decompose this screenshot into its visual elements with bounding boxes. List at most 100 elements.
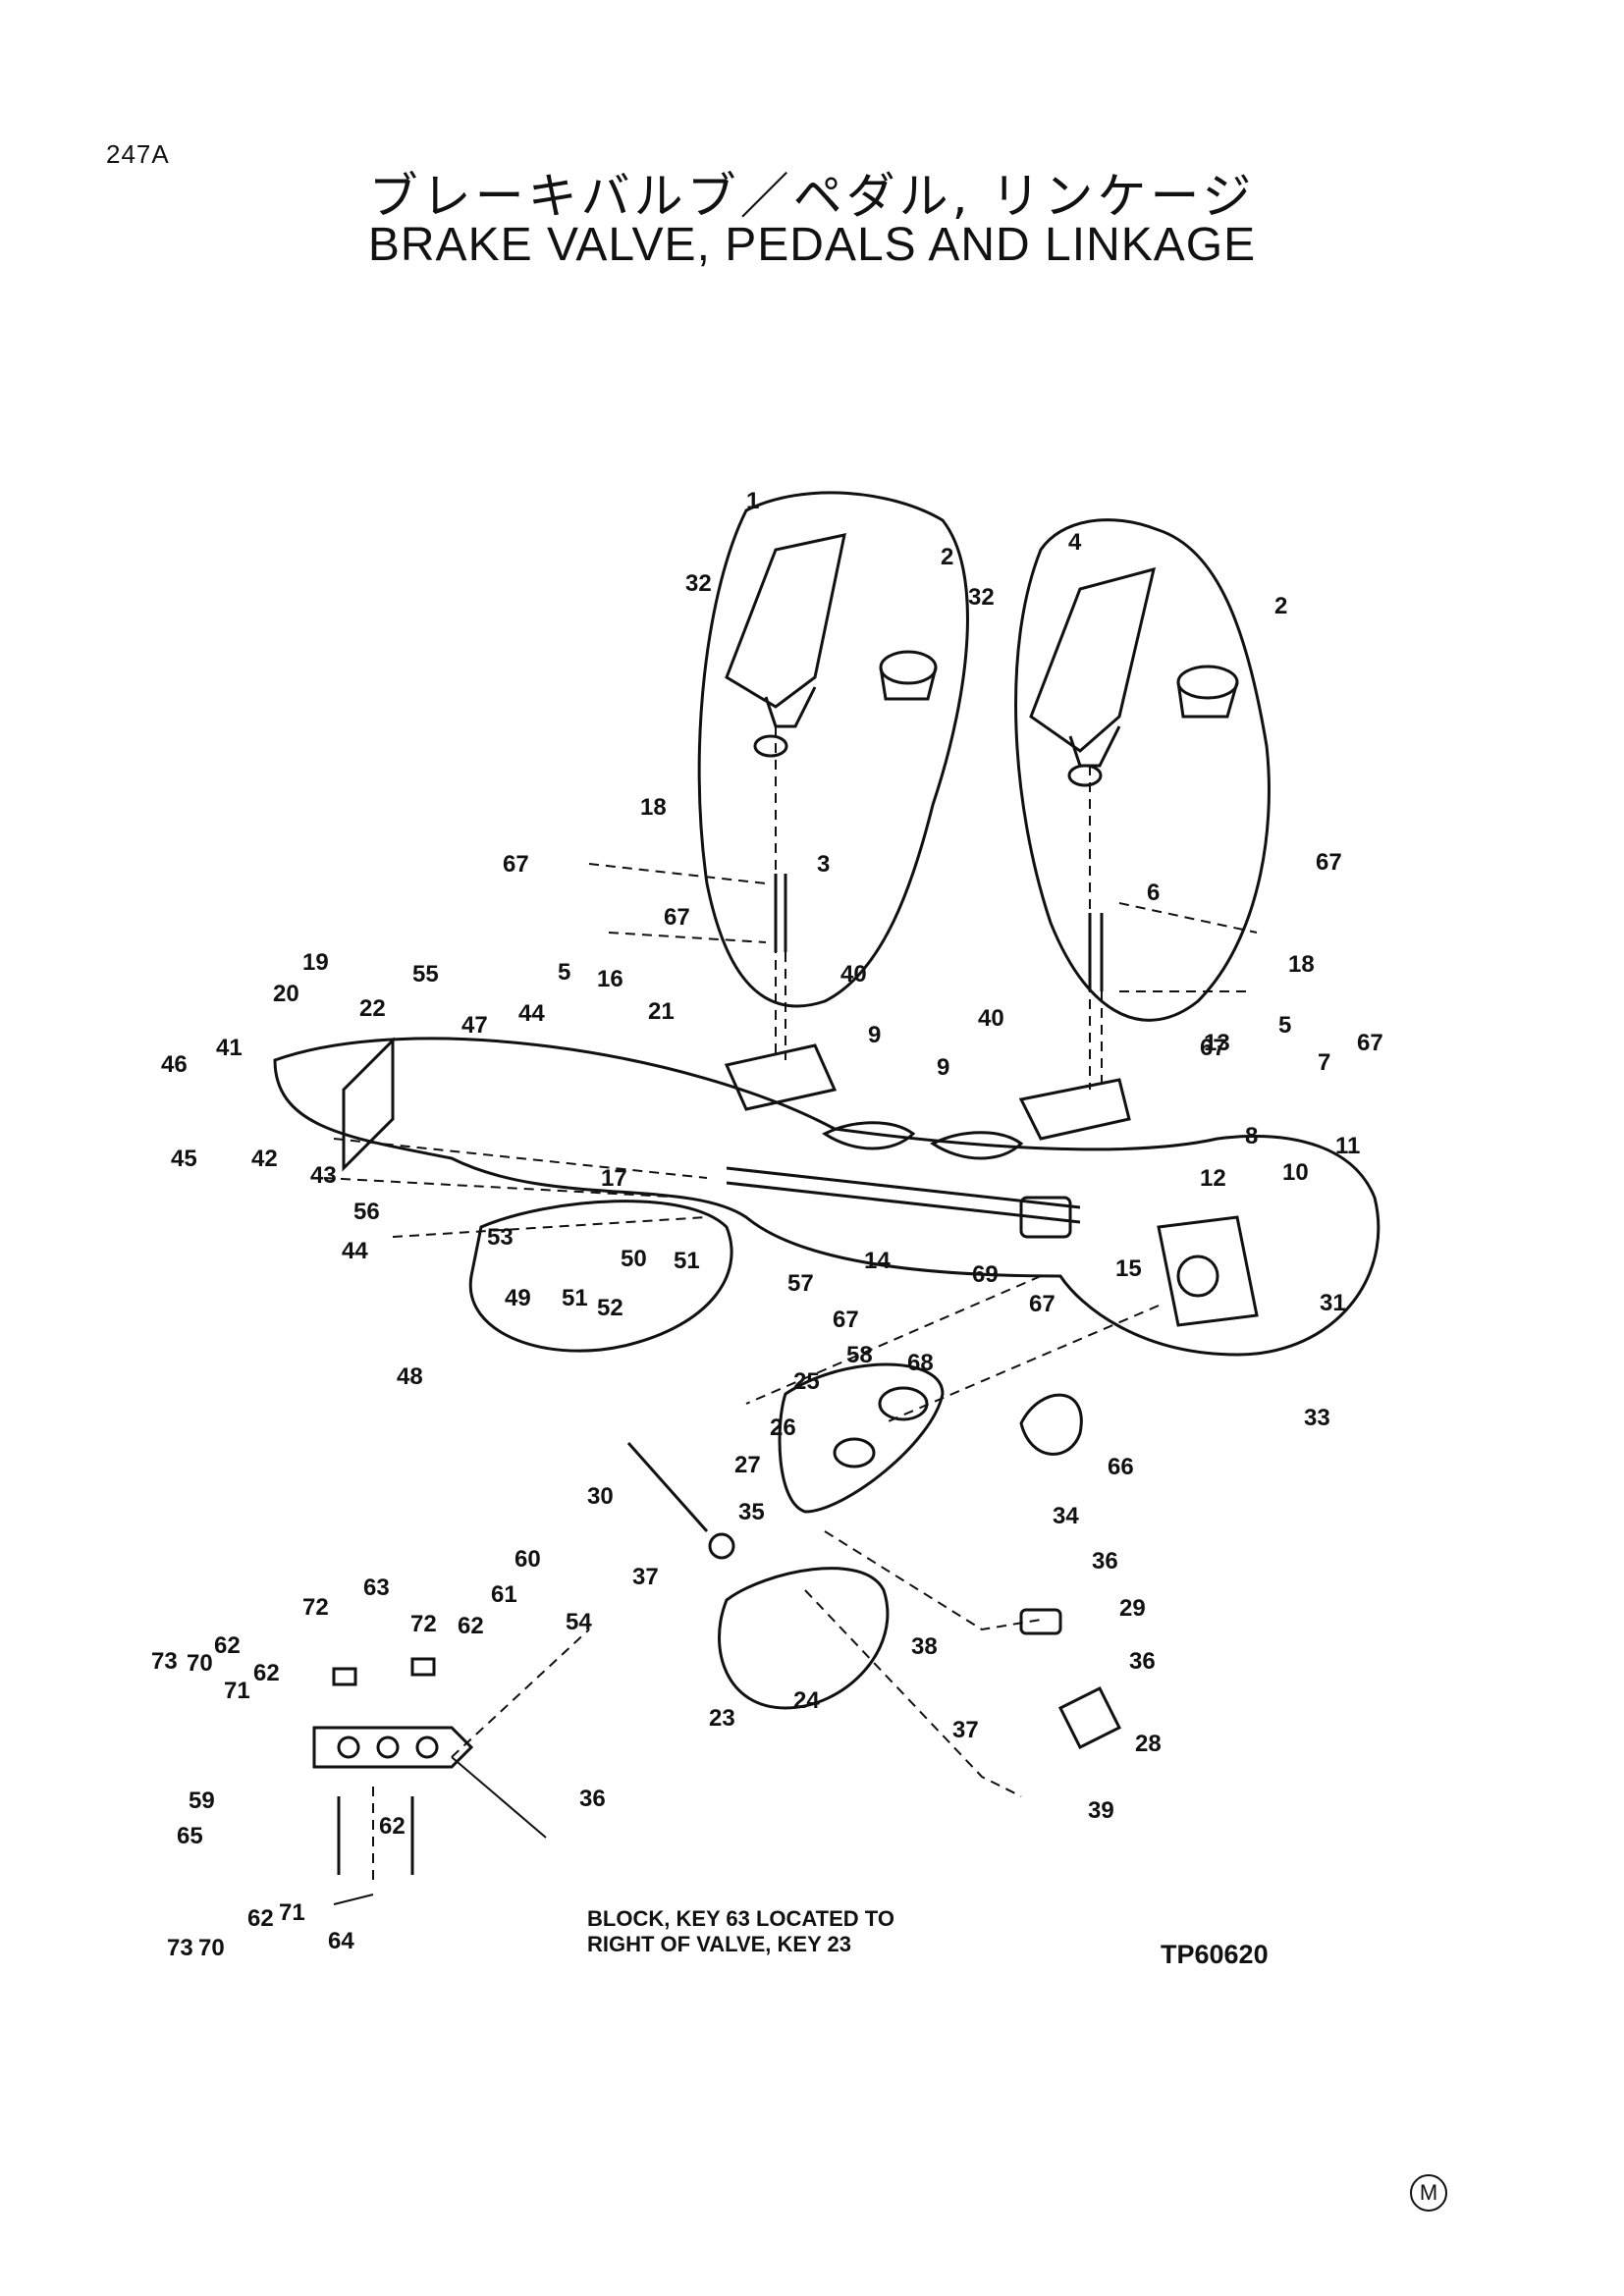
callout-53: 53: [487, 1224, 514, 1251]
callout-21: 21: [648, 998, 675, 1025]
callout-68: 68: [907, 1350, 934, 1376]
callout-50: 50: [621, 1246, 647, 1272]
valve-outline: [718, 1567, 890, 1710]
callout-24: 24: [793, 1687, 820, 1714]
linkage-outline: [273, 1037, 1380, 1357]
callout-67: 67: [1316, 849, 1342, 876]
callout-59: 59: [189, 1788, 215, 1814]
callout-51: 51: [562, 1285, 588, 1311]
callout-39: 39: [1088, 1797, 1114, 1824]
callout-32: 32: [968, 584, 995, 611]
callout-41: 41: [216, 1035, 243, 1061]
callout-60: 60: [514, 1546, 541, 1573]
callout-62: 62: [379, 1813, 406, 1840]
callout-43: 43: [310, 1162, 337, 1189]
right-pedal-body: [1029, 566, 1157, 753]
callout-4: 4: [1068, 529, 1082, 556]
callout-3: 3: [817, 851, 830, 878]
callout-51: 51: [674, 1248, 700, 1274]
callout-37: 37: [632, 1564, 659, 1590]
callout-29: 29: [1119, 1595, 1146, 1622]
callout-70: 70: [187, 1650, 213, 1677]
callout-12: 12: [1200, 1165, 1226, 1192]
callout-28: 28: [1135, 1731, 1162, 1757]
corner-mark: M: [1410, 2174, 1447, 2212]
boot-left: [724, 1043, 838, 1111]
sub-assembly-outline: [468, 1200, 733, 1353]
callout-40: 40: [978, 1005, 1004, 1032]
callout-15: 15: [1115, 1255, 1142, 1282]
callout-36: 36: [1129, 1648, 1156, 1675]
callout-45: 45: [171, 1146, 197, 1172]
callout-2: 2: [941, 544, 953, 570]
callout-25: 25: [793, 1368, 820, 1395]
callout-9: 9: [868, 1022, 881, 1048]
callout-52: 52: [597, 1295, 623, 1321]
callout-63: 63: [363, 1575, 390, 1601]
callout-30: 30: [587, 1483, 614, 1510]
callout-1: 1: [746, 488, 759, 514]
callout-13: 13: [1204, 1030, 1230, 1056]
callout-67: 67: [833, 1307, 859, 1333]
callout-55: 55: [412, 961, 439, 988]
callout-47: 47: [461, 1012, 488, 1039]
rod-6: [1088, 913, 1104, 991]
callout-22: 22: [359, 995, 386, 1022]
block-63: [312, 1726, 474, 1769]
callout-62: 62: [253, 1660, 280, 1686]
callout-67: 67: [503, 851, 529, 878]
callout-67: 67: [1029, 1291, 1056, 1317]
right-pedal-outline: [1014, 518, 1271, 1022]
callout-10: 10: [1282, 1159, 1309, 1186]
left-pedal-body: [725, 533, 846, 709]
callout-36: 36: [579, 1786, 606, 1812]
figure-id: TP60620: [1161, 1940, 1269, 1969]
callout-26: 26: [770, 1415, 796, 1441]
callout-44: 44: [518, 1000, 545, 1027]
callout-72: 72: [410, 1611, 437, 1637]
callout-35: 35: [738, 1499, 765, 1525]
callout-36: 36: [1092, 1548, 1118, 1575]
callout-67: 67: [1200, 1035, 1226, 1061]
title-japanese: ブレーキバルブ／ペダル, リンケージ: [368, 168, 1256, 225]
callout-2: 2: [1274, 593, 1287, 619]
callout-7: 7: [1318, 1049, 1330, 1076]
callout-27: 27: [734, 1452, 761, 1478]
callout-20: 20: [273, 981, 299, 1007]
callout-6: 6: [1147, 880, 1160, 906]
callout-16: 16: [597, 966, 623, 992]
page-number: 247A: [106, 139, 170, 169]
callout-65: 65: [177, 1823, 203, 1849]
callout-64: 64: [328, 1928, 354, 1954]
callout-62: 62: [458, 1613, 484, 1639]
callout-38: 38: [911, 1633, 938, 1660]
cable-30: [626, 1442, 709, 1532]
callout-48: 48: [397, 1363, 423, 1390]
callout-62: 62: [214, 1632, 241, 1659]
block-22: [342, 1037, 395, 1172]
callout-69: 69: [972, 1261, 999, 1288]
callout-11: 11: [1335, 1133, 1360, 1159]
callout-46: 46: [161, 1051, 188, 1078]
callout-18: 18: [1288, 951, 1315, 978]
callout-40: 40: [840, 961, 867, 988]
shaft-14: [726, 1166, 1081, 1224]
callout-23: 23: [709, 1705, 735, 1732]
lever-25: [778, 1362, 945, 1514]
callout-19: 19: [302, 949, 329, 976]
callout-57: 57: [787, 1270, 814, 1297]
note-line-2: RIGHT OF VALVE, KEY 23: [587, 1932, 851, 1956]
callout-33: 33: [1304, 1405, 1330, 1431]
callout-32: 32: [685, 570, 712, 597]
callout-8: 8: [1245, 1123, 1258, 1149]
callout-70: 70: [198, 1935, 225, 1961]
callout-18: 18: [640, 794, 667, 821]
title-english: BRAKE VALVE, PEDALS AND LINKAGE: [367, 219, 1257, 271]
callout-31: 31: [1320, 1290, 1346, 1316]
callout-34: 34: [1053, 1503, 1079, 1529]
note-line-1: BLOCK, KEY 63 LOCATED TO: [587, 1906, 894, 1931]
callout-5: 5: [558, 959, 570, 986]
callout-72: 72: [302, 1594, 329, 1621]
callout-5: 5: [1278, 1012, 1291, 1039]
